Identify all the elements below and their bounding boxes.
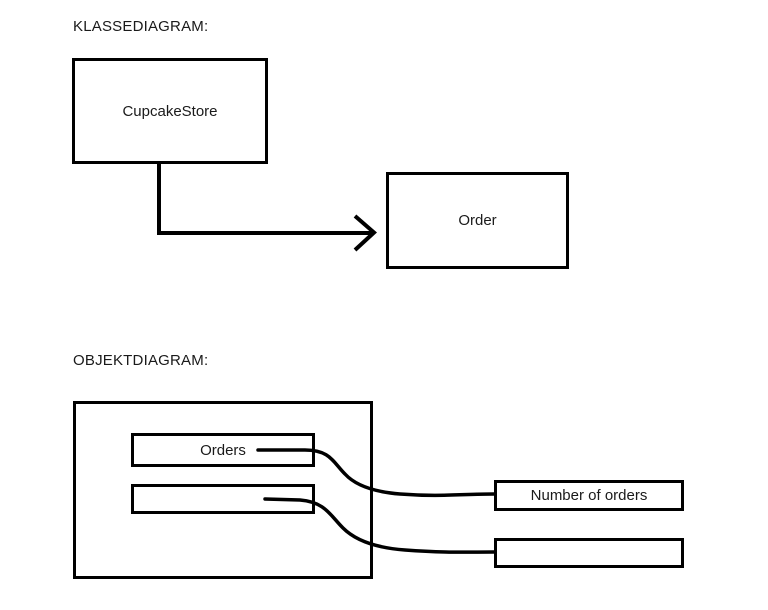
object-node-orders-value[interactable] (131, 484, 315, 514)
class-node-order[interactable]: Order (386, 172, 569, 269)
connector-cupcakestore-to-order (157, 164, 377, 252)
class-node-order-label: Order (458, 212, 497, 229)
class-diagram-title: KLASSEDIAGRAM: (73, 18, 209, 35)
class-node-cupcakestore-label: CupcakeStore (122, 102, 218, 120)
object-diagram-title: OBJEKTDIAGRAM: (73, 352, 209, 369)
object-node-number-of-orders-label: Number of orders (530, 487, 648, 504)
object-node-orders[interactable]: Orders (131, 433, 315, 467)
object-node-number-of-orders-value[interactable] (494, 538, 684, 568)
object-node-orders-label: Orders (200, 441, 246, 459)
arrowhead-open-icon (353, 214, 377, 252)
class-node-cupcakestore[interactable]: CupcakeStore (72, 58, 268, 164)
connector-line (157, 164, 372, 235)
object-node-number-of-orders[interactable]: Number of orders (494, 480, 684, 511)
